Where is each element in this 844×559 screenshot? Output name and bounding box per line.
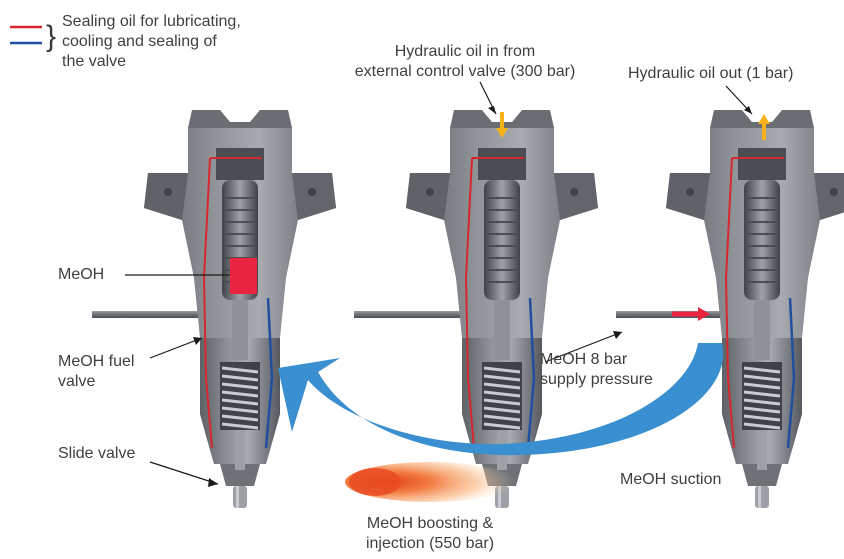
fuel-pipe-middle	[354, 311, 486, 318]
label-meoh: MeOH	[58, 266, 105, 283]
pointer-heads	[193, 106, 752, 487]
label-boosting: MeOH boosting & injection (550 bar)	[365, 515, 495, 552]
meoh-block	[230, 258, 257, 294]
legend-brace: }	[46, 20, 56, 53]
label-suction: MeOH suction	[620, 471, 722, 488]
legend-text: Sealing oil for lubricating, cooling and…	[62, 13, 241, 70]
label-hydraulic-out: Hydraulic oil out (1 bar)	[628, 65, 794, 82]
flame-core	[349, 468, 401, 496]
label-supply-pressure: MeOH 8 bar supply pressure	[540, 351, 653, 388]
label-slide-valve: Slide valve	[58, 445, 136, 462]
fuel-pipe-left	[92, 311, 224, 318]
injector-left	[142, 108, 338, 510]
cycle-arrow	[278, 343, 724, 456]
hydraulic-in-arrow-icon	[496, 128, 508, 138]
label-fuel-valve: MeOH fuel valve	[58, 353, 135, 390]
supply-arrow-icon	[698, 307, 710, 321]
injector-right	[664, 108, 844, 510]
hydraulic-out-arrow-icon	[758, 114, 770, 124]
label-hydraulic-in: Hydraulic oil in from external control v…	[354, 43, 576, 80]
